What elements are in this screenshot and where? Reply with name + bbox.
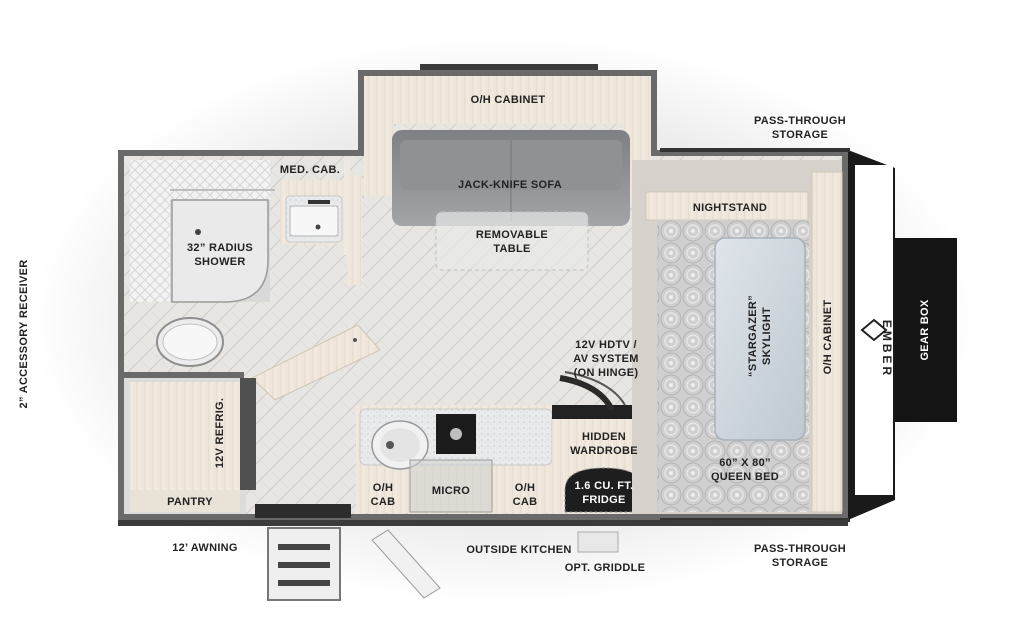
label-gear-box: GEAR BOX — [919, 299, 931, 361]
label-hidden-wardrobe: HIDDEN WARDROBE — [570, 431, 638, 457]
label-opt-griddle: OPT. GRIDDLE — [564, 562, 646, 574]
label-nightstand: NIGHTSTAND — [692, 202, 768, 214]
label-outside-kitchen: OUTSIDE KITCHEN — [466, 544, 572, 556]
microwave — [409, 459, 493, 513]
label-fridge: 1.6 CU. FT. FRIDGE — [574, 480, 634, 506]
label-pass-through-bottom: PASS-THROUGH STORAGE — [753, 543, 846, 569]
label-accessory-receiver: 2” ACCESSORY RECEIVER — [18, 259, 30, 409]
fridge-shape — [564, 467, 644, 513]
label-hdtv: 12V HDTV / AV SYSTEM (ON HINGE) — [573, 339, 639, 379]
label-queen-bed: 60” X 80” QUEEN BED — [710, 457, 780, 483]
label-pass-through-top: PASS-THROUGH STORAGE — [753, 115, 846, 141]
label-oh-cab-left: O/H CAB — [370, 482, 396, 508]
label-skylight: “STARGAZER” SKYLIGHT — [747, 295, 773, 377]
label-med-cab: MED. CAB. — [279, 164, 341, 176]
label-jackknife-sofa: JACK-KNIFE SOFA — [457, 179, 563, 191]
label-micro: MICRO — [431, 485, 471, 497]
label-refrig: 12V REFRIG. — [214, 397, 226, 469]
skylight — [714, 237, 806, 441]
gear-box — [895, 238, 957, 422]
removable-table — [435, 211, 589, 271]
ember-logo: EMBER — [880, 319, 894, 379]
label-oh-cabinet-top: O/H CABINET — [470, 94, 546, 106]
label-removable-table: REMOVABLE TABLE — [475, 229, 549, 255]
label-oh-cab-right: O/H CAB — [512, 482, 538, 508]
label-shower: 32” RADIUS SHOWER — [187, 242, 253, 268]
label-awning: 12’ AWNING — [172, 542, 238, 554]
label-pantry: PANTRY — [167, 496, 213, 508]
label-oh-cabinet-right: O/H CABINET — [822, 299, 834, 375]
